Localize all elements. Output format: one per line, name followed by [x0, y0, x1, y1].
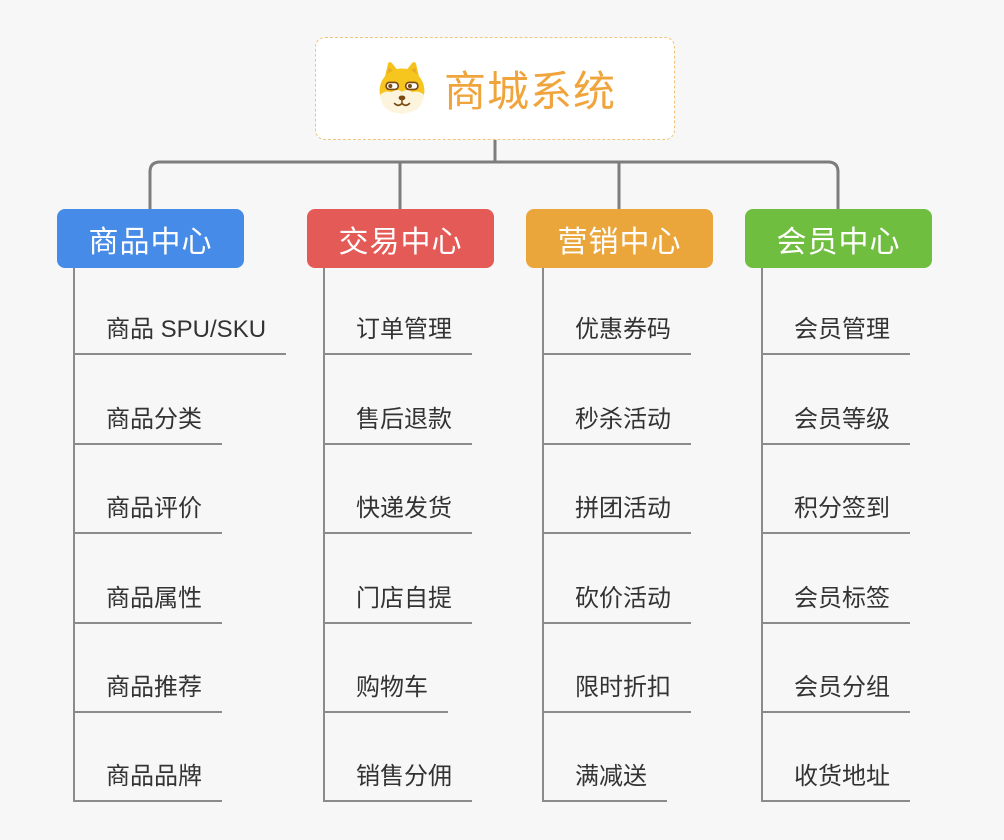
leaf-node[interactable]: 售后退款: [323, 405, 472, 445]
leaf-node[interactable]: 商品分类: [73, 405, 222, 445]
branch-header-trade[interactable]: 交易中心: [307, 209, 494, 268]
root-node[interactable]: 商城系统: [315, 37, 675, 140]
leaf-node[interactable]: 门店自提: [323, 584, 472, 624]
branch-header-marketing[interactable]: 营销中心: [526, 209, 713, 268]
leaf-node[interactable]: 会员分组: [761, 673, 910, 713]
leaf-node[interactable]: 快递发货: [323, 494, 472, 534]
branch-connector-line: [542, 268, 544, 802]
leaf-node[interactable]: 购物车: [323, 673, 448, 713]
branch-trade: 交易中心 订单管理 售后退款 快递发货 门店自提 购物车 销售分佣: [307, 209, 537, 840]
leaf-node[interactable]: 会员管理: [761, 315, 910, 355]
leaf-node[interactable]: 拼团活动: [542, 494, 691, 534]
leaf-node[interactable]: 收货地址: [761, 762, 910, 802]
leaf-node[interactable]: 优惠券码: [542, 315, 691, 355]
leaf-node[interactable]: 会员等级: [761, 405, 910, 445]
branch-connector-line: [761, 268, 763, 802]
root-title: 商城系统: [443, 68, 616, 115]
leaf-node[interactable]: 订单管理: [323, 315, 472, 355]
branch-products: 商品中心 商品 SPU/SKU 商品分类 商品评价 商品属性 商品推荐 商品品牌: [57, 209, 287, 840]
leaf-node[interactable]: 砍价活动: [542, 584, 691, 624]
branch-marketing: 营销中心 优惠券码 秒杀活动 拼团活动 砍价活动 限时折扣 满减送: [526, 209, 756, 840]
shiba-dog-icon: [379, 61, 425, 113]
leaf-node[interactable]: 销售分佣: [323, 762, 472, 802]
branch-connector-line: [73, 268, 75, 802]
leaf-node[interactable]: 限时折扣: [542, 673, 691, 713]
leaf-node[interactable]: 商品 SPU/SKU: [73, 315, 287, 355]
leaf-node[interactable]: 商品属性: [73, 584, 222, 624]
branch-members: 会员中心 会员管理 会员等级 积分签到 会员标签 会员分组 收货地址: [745, 209, 975, 840]
leaf-node[interactable]: 秒杀活动: [542, 405, 691, 445]
leaf-node[interactable]: 商品品牌: [73, 762, 222, 802]
leaf-node[interactable]: 会员标签: [761, 584, 910, 624]
branch-connector-line: [323, 268, 325, 802]
branch-header-members[interactable]: 会员中心: [745, 209, 932, 268]
leaf-node[interactable]: 积分签到: [761, 494, 910, 534]
leaf-node[interactable]: 商品推荐: [73, 673, 222, 713]
leaf-node[interactable]: 商品评价: [73, 494, 222, 534]
leaf-node[interactable]: 满减送: [542, 762, 667, 802]
branch-header-products[interactable]: 商品中心: [57, 209, 244, 268]
